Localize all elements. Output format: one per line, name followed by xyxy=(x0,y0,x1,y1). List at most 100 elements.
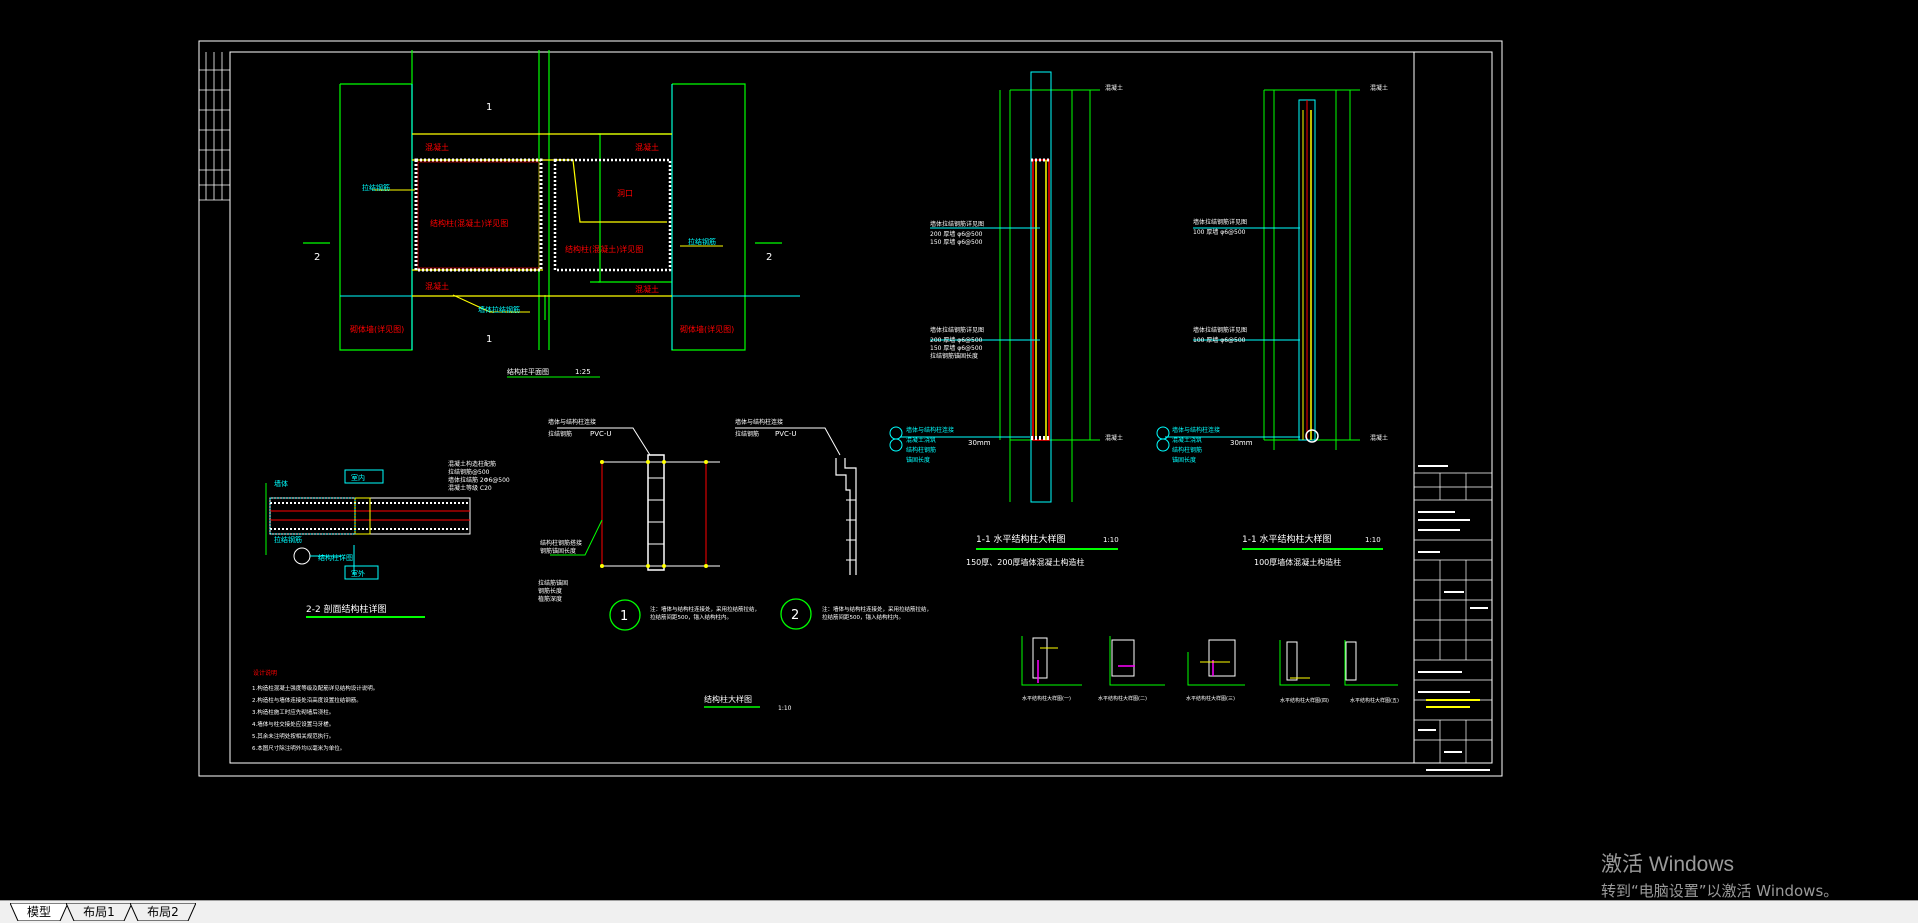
watermark-line-1: 激活 Windows xyxy=(1601,853,1735,876)
design-notes: 设计说明 1.构造柱混凝土强度等级及配筋详见结构设计说明。 2.构造柱与墙体连接… xyxy=(252,669,378,752)
tab-layout-1-label: 布局1 xyxy=(83,905,115,919)
detail-enlarged-scale: 1:10 xyxy=(778,705,792,712)
svg-text:拉结钢筋: 拉结钢筋 xyxy=(274,535,302,544)
plan-title: 结构柱平面图 xyxy=(507,367,549,376)
cad-drawing: 混凝土 混凝土 混凝土 混凝土 结构柱(混凝土)详见图 结构柱(混凝土)详见图 … xyxy=(198,40,1503,777)
svg-text:5.其余未注明处按相关规范执行。: 5.其余未注明处按相关规范执行。 xyxy=(252,732,334,740)
tab-model-shape xyxy=(10,903,68,921)
svg-text:拉结筋间距500，锚入结构柱内。: 拉结筋间距500，锚入结构柱内。 xyxy=(650,613,732,621)
svg-text:墙体拉结钢筋详见图: 墙体拉结钢筋详见图 xyxy=(930,326,984,334)
svg-text:混凝土等级 C20: 混凝土等级 C20 xyxy=(448,484,492,492)
svg-text:200 厚墙 φ6@500: 200 厚墙 φ6@500 xyxy=(930,230,983,238)
tab-layout-2-shape xyxy=(130,903,196,921)
svg-text:钢筋长度: 钢筋长度 xyxy=(538,587,562,595)
svg-text:30mm: 30mm xyxy=(968,439,991,447)
svg-text:钢筋锚固长度: 钢筋锚固长度 xyxy=(540,547,576,555)
svg-text:混凝土: 混凝土 xyxy=(635,142,659,152)
svg-text:拉结筋锚固: 拉结筋锚固 xyxy=(538,579,568,587)
svg-text:水平结构柱大样图(四): 水平结构柱大样图(四) xyxy=(1280,697,1329,704)
section-2-2-view: 室内 室外 墙体 拉结钢筋 结构柱详图 混凝土构造柱配筋 拉结钢筋@500 墙体… xyxy=(265,460,510,618)
svg-text:室内: 室内 xyxy=(351,473,365,482)
svg-text:结构柱钢筋搭接: 结构柱钢筋搭接 xyxy=(540,539,582,547)
svg-text:30mm: 30mm xyxy=(1230,439,1253,447)
tab-layout-1-shape xyxy=(66,903,132,921)
svg-text:混凝土构造柱配筋: 混凝土构造柱配筋 xyxy=(448,460,496,468)
svg-text:拉结钢筋: 拉结钢筋 xyxy=(548,430,572,438)
svg-text:墙体与结构柱连接: 墙体与结构柱连接 xyxy=(906,426,954,434)
section-1-1-a-title: 1-1 水平结构柱大样图 xyxy=(976,533,1066,545)
plan-view: 混凝土 混凝土 混凝土 混凝土 结构柱(混凝土)详见图 结构柱(混凝土)详见图 … xyxy=(303,50,800,378)
svg-text:墙体与结构柱连接: 墙体与结构柱连接 xyxy=(548,418,596,426)
svg-text:PVC-U: PVC-U xyxy=(775,430,797,438)
svg-text:水平结构柱大样图(五): 水平结构柱大样图(五) xyxy=(1350,697,1399,704)
detail-marker-1: 1 xyxy=(620,609,628,624)
svg-text:墙体: 墙体 xyxy=(274,479,288,488)
svg-text:水平结构柱大样图(三): 水平结构柱大样图(三) xyxy=(1186,695,1235,702)
svg-text:拉结筋间距500，锚入结构柱内。: 拉结筋间距500，锚入结构柱内。 xyxy=(822,613,904,621)
svg-text:混凝土: 混凝土 xyxy=(1370,434,1388,442)
svg-text:1.构造柱混凝土强度等级及配筋详见结构设计说明。: 1.构造柱混凝土强度等级及配筋详见结构设计说明。 xyxy=(252,684,378,692)
detail-2-view: 墙体与结构柱连接 拉结钢筋 PVC-U 2 注：墙体与结构柱连接处，采用拉结筋拉… xyxy=(704,418,932,712)
svg-text:拉结钢筋: 拉结钢筋 xyxy=(735,430,759,438)
section-2-2-title: 2-2 剖面结构柱详图 xyxy=(306,603,387,615)
tab-model-label: 模型 xyxy=(26,905,51,919)
svg-text:4.墙体与柱交接处应设置马牙槎。: 4.墙体与柱交接处应设置马牙槎。 xyxy=(252,720,334,728)
section-1-1-a-view: 墙体拉结钢筋详见图 200 厚墙 φ6@500 150 厚墙 φ6@500 墙体… xyxy=(889,71,1123,567)
cad-model-space[interactable]: 混凝土 混凝土 混凝土 混凝土 结构柱(混凝土)详见图 结构柱(混凝土)详见图 … xyxy=(0,0,1918,900)
windows-activation-watermark: 激活 Windows 转到“电脑设置”以激活 Windows。 xyxy=(1601,848,1838,901)
svg-text:6.本图尺寸除注明外均以毫米为单位。: 6.本图尺寸除注明外均以毫米为单位。 xyxy=(252,744,345,752)
svg-text:混凝土: 混凝土 xyxy=(1370,84,1388,92)
svg-text:墙体拉结钢筋详见图: 墙体拉结钢筋详见图 xyxy=(1193,326,1247,334)
section-1-1-b-view: 墙体拉结钢筋详见图 100 厚墙 φ6@500 墙体拉结钢筋详见图 100 厚墙… xyxy=(1156,84,1388,567)
svg-text:混凝土: 混凝土 xyxy=(1105,434,1123,442)
section-1-1-b-subtitle: 100厚墙体混凝土构造柱 xyxy=(1254,557,1341,567)
svg-text:注：墙体与结构柱连接处，采用拉结筋拉结，: 注：墙体与结构柱连接处，采用拉结筋拉结， xyxy=(650,605,760,613)
detail-enlarged-title: 结构柱大样图 xyxy=(704,694,752,704)
detail-marker-2: 2 xyxy=(791,608,799,623)
svg-text:拉结钢筋@500: 拉结钢筋@500 xyxy=(448,468,490,476)
svg-text:100 厚墙 φ6@500: 100 厚墙 φ6@500 xyxy=(1193,228,1246,236)
svg-text:100 厚墙 φ6@500: 100 厚墙 φ6@500 xyxy=(1193,336,1246,344)
layout-tab-bar: 模型 布局1 布局2 xyxy=(0,900,1918,923)
svg-text:植筋深度: 植筋深度 xyxy=(538,595,562,603)
tab-layout-2[interactable]: 布局2 xyxy=(130,903,196,921)
detail-1-view: 墙体与结构柱连接 拉结钢筋 结构柱钢筋搭接 钢筋锚固长度 拉结筋锚固 钢筋长度 … xyxy=(538,418,760,631)
svg-text:墙体拉结筋 2Φ6@500: 墙体拉结筋 2Φ6@500 xyxy=(448,476,510,484)
svg-text:墙体与结构柱连接: 墙体与结构柱连接 xyxy=(1172,426,1220,434)
svg-text:混凝土浇筑: 混凝土浇筑 xyxy=(1172,436,1202,444)
svg-text:3.构造柱施工时应先砌墙后浇柱。: 3.构造柱施工时应先砌墙后浇柱。 xyxy=(252,708,334,716)
svg-text:200 厚墙 φ6@500: 200 厚墙 φ6@500 xyxy=(930,336,983,344)
svg-text:混凝土: 混凝土 xyxy=(1105,84,1123,92)
tab-layout-1[interactable]: 布局1 xyxy=(66,903,132,921)
svg-text:150 厚墙 φ6@500: 150 厚墙 φ6@500 xyxy=(930,344,983,352)
svg-text:拉结钢筋: 拉结钢筋 xyxy=(362,183,390,192)
svg-text:室外: 室外 xyxy=(351,569,365,578)
svg-text:结构柱(混凝土)详见图: 结构柱(混凝土)详见图 xyxy=(565,244,643,254)
svg-text:结构柱钢筋: 结构柱钢筋 xyxy=(1172,446,1202,454)
svg-text:混凝土: 混凝土 xyxy=(425,281,449,291)
section-1-1-a-subtitle: 150厚、200厚墙体混凝土构造柱 xyxy=(966,557,1085,567)
svg-text:混凝土: 混凝土 xyxy=(635,284,659,294)
svg-text:150 厚墙 φ6@500: 150 厚墙 φ6@500 xyxy=(930,238,983,246)
tab-model[interactable]: 模型 xyxy=(10,903,68,921)
svg-text:墙体与结构柱连接: 墙体与结构柱连接 xyxy=(735,418,783,426)
svg-text:混凝土浇筑: 混凝土浇筑 xyxy=(906,436,936,444)
svg-text:结构柱钢筋: 结构柱钢筋 xyxy=(906,446,936,454)
svg-text:拉结钢筋锚固长度: 拉结钢筋锚固长度 xyxy=(930,352,978,360)
svg-text:锚固长度: 锚固长度 xyxy=(906,456,930,464)
svg-text:2: 2 xyxy=(314,252,320,263)
watermark-line-2: 转到“电脑设置”以激活 Windows。 xyxy=(1601,882,1839,900)
svg-text:注：墙体与结构柱连接处，采用拉结筋拉结，: 注：墙体与结构柱连接处，采用拉结筋拉结， xyxy=(822,605,932,613)
svg-text:锚固长度: 锚固长度 xyxy=(1172,456,1196,464)
svg-text:水平结构柱大样图(一): 水平结构柱大样图(一) xyxy=(1022,695,1071,702)
small-details: 水平结构柱大样图(一) 水平结构柱大样图(二) 水平结构柱大样图(三) 水平结构… xyxy=(1021,636,1399,704)
svg-text:洞口: 洞口 xyxy=(617,188,633,198)
svg-text:1: 1 xyxy=(486,102,492,113)
svg-text:拉结钢筋: 拉结钢筋 xyxy=(688,237,716,246)
svg-text:2.构造柱与墙体连接处沿高度设置拉结钢筋。: 2.构造柱与墙体连接处沿高度设置拉结钢筋。 xyxy=(252,696,362,704)
svg-text:砌体墙(详见图): 砌体墙(详见图) xyxy=(350,324,404,334)
svg-text:墙体拉结钢筋: 墙体拉结钢筋 xyxy=(478,305,520,314)
svg-text:墙体拉结钢筋详见图: 墙体拉结钢筋详见图 xyxy=(1193,218,1247,226)
svg-text:2: 2 xyxy=(766,252,772,263)
svg-text:混凝土: 混凝土 xyxy=(425,142,449,152)
